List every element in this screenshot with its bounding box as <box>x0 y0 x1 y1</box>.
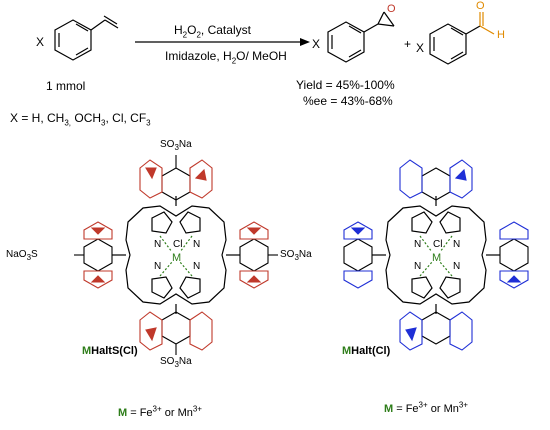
right-n-bottom-left: N <box>414 261 422 272</box>
left-metal-note: M = Fe3+ or Mn3+ <box>118 404 202 419</box>
substrate-x-label: X <box>36 35 45 49</box>
left-bottom-aryl <box>139 311 213 355</box>
right-catalyst-name: MHalt(Cl) <box>342 345 391 357</box>
left-n-top-right: N <box>193 239 201 250</box>
right-n-bottom-right: N <box>453 261 461 272</box>
left-n-bottom-left: N <box>154 261 162 272</box>
left-axial-cl: Cl <box>173 239 183 250</box>
substrate-amount: 1 mmol <box>46 79 86 93</box>
left-left-aryl <box>74 221 113 289</box>
reaction-arrow <box>135 38 310 46</box>
left-right-aryl <box>239 221 278 289</box>
right-metal-center: M <box>432 252 442 264</box>
right-right-aryl <box>499 221 529 289</box>
substituent-list: X = H, CH3, OCH3, Cl, CF3 <box>10 111 151 128</box>
right-porphyrin-core <box>372 196 500 314</box>
left-catalyst-name: MHaltS(Cl) <box>82 345 138 357</box>
left-top-sulfonate: SO3Na <box>160 139 192 152</box>
right-metal-note: M = Fe3+ or Mn3+ <box>384 400 468 415</box>
left-porphyrin-core <box>112 196 240 314</box>
right-top-aryl <box>399 159 473 201</box>
right-n-top-left: N <box>414 239 422 250</box>
styrene-structure <box>54 15 119 61</box>
plus-sign: + <box>404 37 412 51</box>
left-bottom-sulfonate: SO3Na <box>160 356 192 369</box>
epoxide-structure <box>327 11 395 63</box>
aldehyde-oxygen: O <box>476 0 485 12</box>
aldehyde-hydrogen: H <box>497 29 505 41</box>
right-n-top-right: N <box>453 239 461 250</box>
left-metal-center: M <box>172 252 182 264</box>
reagent-bottom: Imidazole, H2O/ MeOH <box>165 49 287 66</box>
ee-range: %ee = 43%-68% <box>303 94 393 108</box>
yield-range: Yield = 45%-100% <box>296 78 395 92</box>
right-axial-cl: Cl <box>433 239 443 250</box>
left-top-aryl <box>139 155 213 201</box>
reagent-top: H2O2, Catalyst <box>174 23 251 40</box>
aldehyde-x-label: X <box>416 41 425 55</box>
right-left-aryl <box>343 221 373 289</box>
benzaldehyde-structure <box>429 12 495 65</box>
left-n-top-left: N <box>154 239 162 250</box>
epoxide-oxygen: O <box>387 3 396 15</box>
left-left-sulfonate: NaO3S <box>6 249 38 262</box>
left-n-bottom-right: N <box>193 261 201 272</box>
left-right-sulfonate: SO3Na <box>280 249 312 262</box>
right-bottom-aryl <box>399 311 473 351</box>
epoxide-x-label: X <box>312 37 321 51</box>
